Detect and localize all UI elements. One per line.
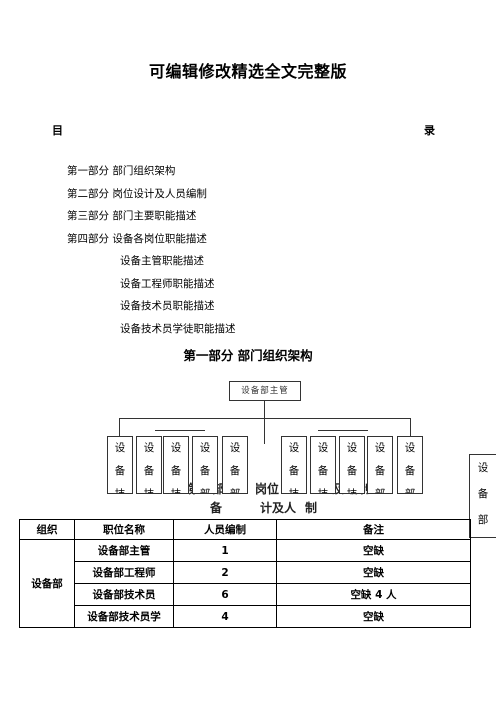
- toc-list: 第一部分 部门组织架构 第二部分 岗位设计及人员编制 第三部分 部门主要职能描述…: [67, 160, 236, 340]
- org-box-char: 设: [199, 442, 211, 454]
- org-box-technician: 设 备 技: [281, 436, 307, 494]
- org-box-char: 备: [317, 465, 329, 477]
- toc-label-left: 目: [52, 124, 63, 137]
- toc-sub-item[interactable]: 设备主管职能描述: [120, 255, 204, 267]
- org-box-char: 备: [477, 488, 489, 500]
- table-row: 设备部技术员 6 空缺 4 人: [20, 583, 471, 606]
- note-cell: 空缺: [276, 561, 471, 584]
- org-box-char: 技: [346, 488, 358, 494]
- section2-fragment: 制: [305, 501, 318, 515]
- org-box-char: 部: [199, 488, 211, 494]
- org-box-char: 技: [288, 488, 300, 494]
- org-box-char: 技: [317, 488, 329, 494]
- org-box-char: 部: [229, 488, 241, 494]
- org-cell: 设备部: [19, 539, 75, 628]
- note-cell: 空缺: [276, 539, 471, 562]
- org-box-char: 设: [346, 442, 358, 454]
- org-connector: [264, 418, 265, 444]
- count-cell: 4: [173, 605, 277, 628]
- toc-sub-item[interactable]: 设备技术员学徒职能描述: [120, 322, 236, 335]
- table-row: 设备部 设备部主管 1 空缺: [19, 539, 471, 628]
- org-box-char: 备: [114, 465, 126, 477]
- org-box-department: 设 备 部: [192, 436, 218, 494]
- org-box-char: 备: [346, 465, 358, 477]
- org-box-char: 备: [143, 465, 155, 477]
- org-box-char: 设: [374, 442, 386, 454]
- org-box-technician: 设 备 技: [339, 436, 365, 494]
- org-box-department: 设 备 部: [397, 436, 423, 494]
- section2-fragment: 计及人: [260, 501, 297, 515]
- position-cell: 设备部技术员: [74, 583, 174, 606]
- org-box-technician: 设 备 技: [310, 436, 336, 494]
- org-connector: [410, 418, 411, 436]
- org-side-box: 设 备 部: [469, 454, 496, 538]
- staffing-table: 组织 职位名称 人员编制 备注 设备部 设备部主管 1 空缺 设备部工程师 2 …: [19, 519, 471, 628]
- org-connector: [318, 430, 368, 431]
- org-box-char: 设: [229, 442, 241, 454]
- column-header: 人员编制: [173, 519, 277, 540]
- column-header: 备注: [276, 519, 471, 540]
- document-title: 可编辑修改精选全文完整版: [148, 62, 347, 81]
- org-box-char: 设: [143, 442, 155, 454]
- org-connector: [155, 430, 205, 431]
- org-box-char: 备: [199, 465, 211, 477]
- count-cell: 6: [173, 583, 277, 606]
- org-box-char: 设: [170, 442, 182, 454]
- column-header: 组织: [19, 519, 75, 540]
- toc-item[interactable]: 第四部分 设备各岗位职能描述: [67, 232, 207, 245]
- count-cell: 2: [173, 561, 277, 584]
- org-box-char: 技: [170, 488, 182, 494]
- org-box-char: 部: [477, 514, 489, 526]
- table-header-row: 组织 职位名称 人员编制 备注: [19, 519, 471, 540]
- toc-item[interactable]: 第一部分 部门组织架构: [67, 165, 176, 177]
- org-connector: [119, 418, 120, 436]
- org-box-char: 设: [477, 462, 489, 474]
- table-row: 设备部技术员学 4 空缺: [20, 605, 471, 628]
- org-box-technician: 设 备 技: [163, 436, 189, 494]
- org-box-char: 备: [374, 465, 386, 477]
- toc-item[interactable]: 第三部分 部门主要职能描述: [67, 210, 197, 222]
- position-cell: 设备部技术员学: [74, 605, 174, 628]
- org-box-char: 技: [143, 488, 155, 494]
- section-title-org: 第一部分 部门组织架构: [183, 348, 313, 363]
- org-box-char: 设: [404, 442, 416, 454]
- note-cell: 空缺 4 人: [276, 583, 471, 606]
- toc-item[interactable]: 第二部分 岗位设计及人员编制: [67, 187, 207, 200]
- org-box-department: 设 备 部: [222, 436, 248, 494]
- position-cell: 设备部工程师: [74, 561, 174, 584]
- org-box-char: 备: [229, 465, 241, 477]
- org-box-char: 部: [404, 488, 416, 494]
- org-box-char: 备: [288, 465, 300, 477]
- position-cell: 设备部主管: [74, 539, 174, 562]
- org-box-char: 技: [114, 488, 126, 494]
- org-box-char: 部: [374, 488, 386, 494]
- table-row: 设备部工程师 2 空缺: [20, 561, 471, 584]
- toc-label-right: 录: [424, 124, 435, 137]
- org-box-department: 设 备 部: [367, 436, 393, 494]
- org-connector: [264, 400, 265, 418]
- org-box-technician: 设 备 技: [107, 436, 133, 494]
- count-cell: 1: [173, 539, 277, 562]
- section2-fragment: 岗位: [255, 482, 280, 496]
- toc-sub-item[interactable]: 设备工程师职能描述: [120, 277, 215, 290]
- toc-sub-item[interactable]: 设备技术员职能描述: [120, 300, 215, 312]
- org-box-char: 设: [317, 442, 329, 454]
- section2-fragment: 备: [210, 501, 223, 515]
- org-top-box: 设备部主管: [229, 381, 301, 401]
- note-cell: 空缺: [276, 605, 471, 628]
- org-box-char: 设: [288, 442, 300, 454]
- org-box-char: 备: [404, 465, 416, 477]
- column-header: 职位名称: [74, 519, 174, 540]
- org-box-technician: 设 备 技: [136, 436, 162, 494]
- org-box-char: 设: [114, 442, 126, 454]
- org-box-char: 备: [170, 465, 182, 477]
